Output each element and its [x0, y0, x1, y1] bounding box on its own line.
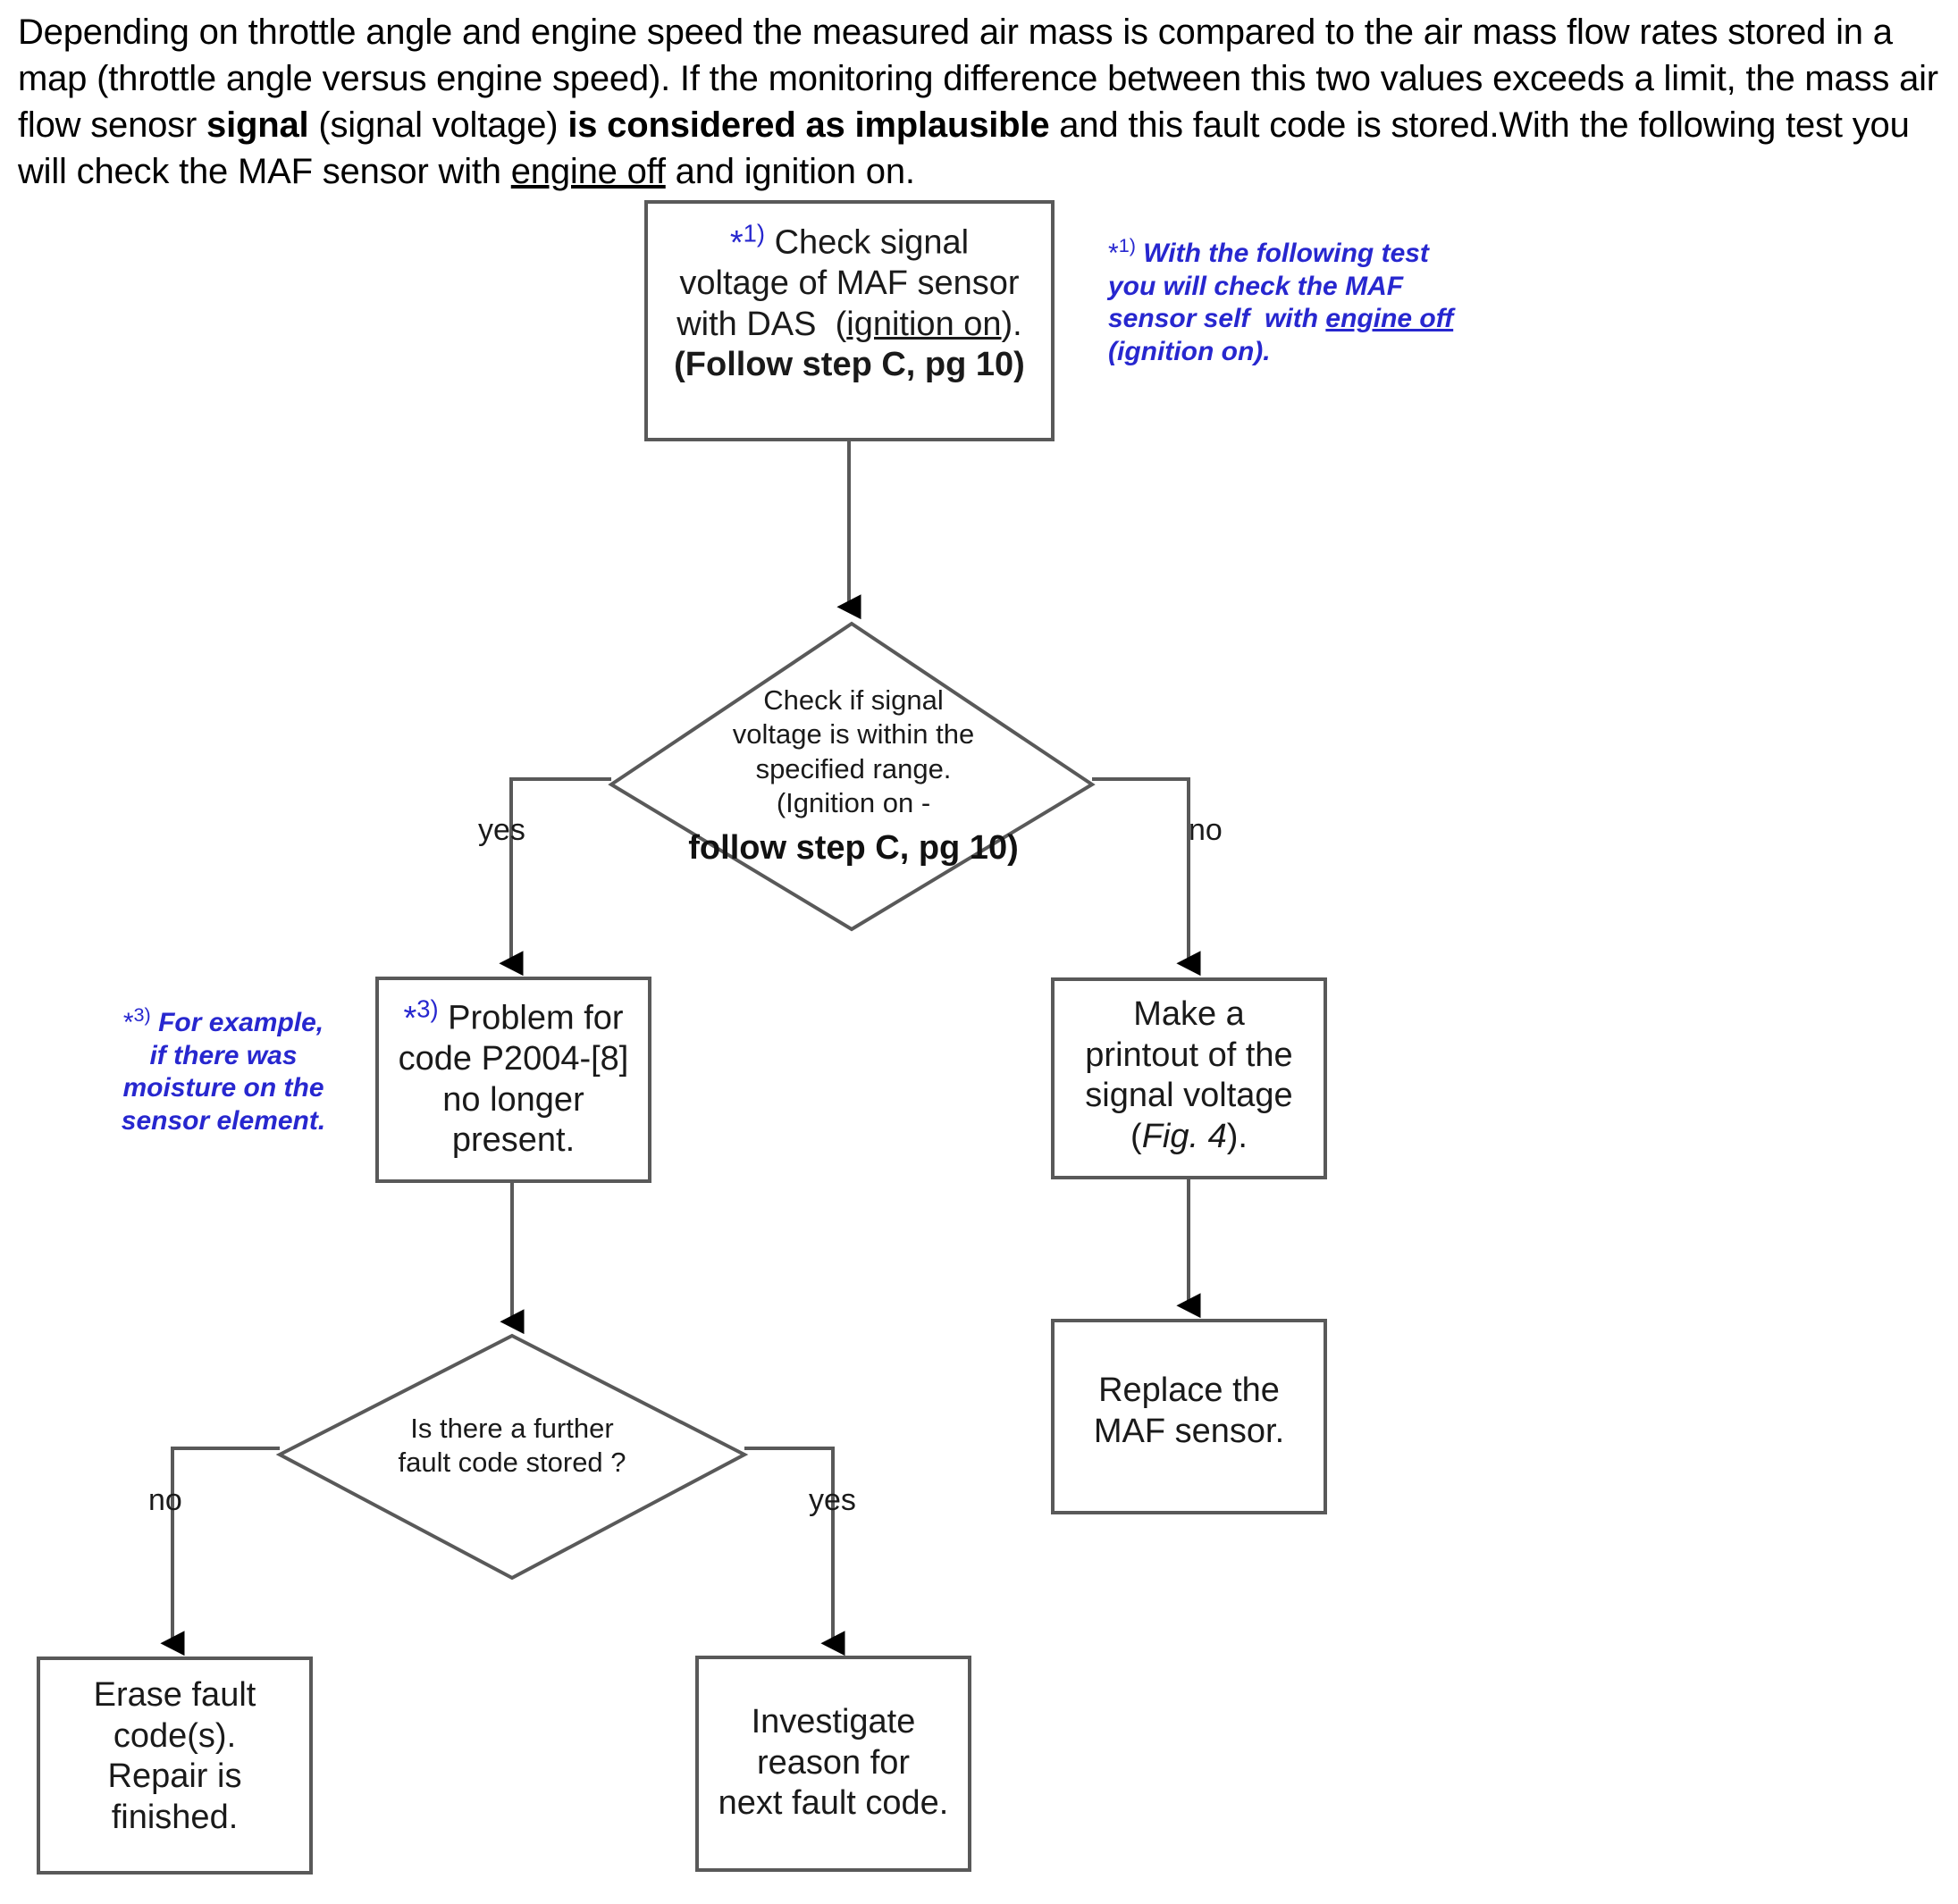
- ref-marker-1: *1): [729, 219, 765, 262]
- node-erase-fault-codes-shape: [37, 1657, 313, 1875]
- edge-label-d1-no: no: [1189, 813, 1223, 847]
- note-3: *3) For example, if there was moisture o…: [94, 1003, 353, 1137]
- intro-seg-6-underline: engine off: [510, 152, 666, 191]
- d1-line-3: specified range.: [755, 752, 952, 784]
- node-problem-no-longer-present-label: *3) Problem for code P2004-[8] no longer…: [379, 994, 648, 1162]
- i-line-2: reason for: [756, 1743, 911, 1782]
- intro-seg-7: and ignition on.: [665, 152, 915, 191]
- edge-label-d2-no: no: [148, 1483, 182, 1517]
- note-1-line-3: sensor self with engine off: [1108, 304, 1454, 334]
- line-3: with DAS (ignition on).: [676, 305, 1022, 343]
- note-1-marker: *1): [1108, 234, 1136, 268]
- m-line-1: Make a: [1133, 995, 1245, 1033]
- edge-label-d2-yes: yes: [809, 1483, 856, 1517]
- note-1-line-4: (ignition on).: [1108, 336, 1271, 366]
- node-erase-fault-codes-label: Erase fault code(s). Repair is finished.: [40, 1675, 309, 1838]
- e-line-4: finished.: [111, 1798, 239, 1836]
- line-1: Check signal: [774, 223, 970, 262]
- node-decision-signal-range-overflow-line: follow step C, pg 10): [688, 829, 1019, 867]
- edge-label-d1-yes: yes: [478, 813, 525, 847]
- line-4: (Follow step C, pg 10): [674, 346, 1025, 384]
- note-3-line-3: moisture on the: [122, 1073, 324, 1103]
- e-line-2: code(s).: [113, 1716, 237, 1755]
- note-3-marker: *3): [122, 1003, 151, 1037]
- m-line-3: signal voltage: [1085, 1077, 1293, 1115]
- p-line-1: Problem for: [448, 999, 624, 1037]
- node-replace-maf-sensor-label: Replace the MAF sensor.: [1055, 1371, 1324, 1452]
- node-make-printout-label: Make a printout of the signal voltage (F…: [1055, 994, 1324, 1157]
- note-3-line-4: sensor element.: [121, 1105, 326, 1136]
- note-3-line-2: if there was: [149, 1040, 298, 1070]
- r-line-1: Replace the: [1098, 1371, 1280, 1409]
- note-1: *1) With the following test you will che…: [1108, 234, 1492, 368]
- intro-seg-2-bold: signal: [206, 105, 309, 145]
- e-line-1: Erase fault: [93, 1676, 256, 1714]
- p-line-4: present.: [451, 1121, 576, 1160]
- p-line-3: no longer: [442, 1080, 584, 1119]
- note-1-line-1: With the following test: [1143, 239, 1429, 268]
- intro-paragraph: Depending on throttle angle and engine s…: [18, 9, 1948, 195]
- node-replace-maf-sensor-shape: [1051, 1319, 1327, 1514]
- i-line-1: Investigate: [751, 1703, 916, 1740]
- intro-seg-5: and this fault code is stored.With the f…: [18, 105, 1910, 191]
- ref-marker-3: *3): [403, 994, 439, 1037]
- note-3-line-1: For example,: [158, 1008, 324, 1037]
- d2-line-2: fault code stored ?: [398, 1447, 626, 1479]
- intro-seg-4-bold: is considered as implausible: [567, 105, 1050, 145]
- node-decision-further-fault-code-shape: [275, 1333, 749, 1581]
- node-check-signal-voltage-label: *1) Check signal voltage of MAF sensor w…: [651, 219, 1048, 386]
- d1-line-2: voltage is within the: [732, 718, 975, 751]
- p-line-2: code P2004-[8]: [398, 1040, 629, 1078]
- e-line-3: Repair is: [107, 1757, 242, 1796]
- intro-seg-1: Depending on throttle angle and engine s…: [18, 13, 1938, 145]
- node-investigate-next-code-label: Investigate reason for next fault code.: [690, 1702, 977, 1824]
- r-line-2: MAF sensor.: [1093, 1412, 1285, 1450]
- d2-line-1: Is there a further: [410, 1413, 614, 1444]
- m-line-4: (Fig. 4).: [1130, 1117, 1248, 1155]
- node-decision-signal-range-shape: [608, 621, 1096, 932]
- m-line-2: printout of the: [1085, 1036, 1293, 1074]
- i-line-3: next fault code.: [718, 1784, 949, 1823]
- intro-seg-3: (signal voltage): [308, 105, 568, 145]
- node-decision-further-fault-code-label: Is there a further fault code stored ?: [344, 1412, 680, 1480]
- note-1-line-2: you will check the MAF: [1108, 271, 1404, 301]
- d1-line-1: Check if signal: [763, 684, 944, 716]
- line-2: voltage of MAF sensor: [679, 264, 1020, 303]
- d1-line-4: (Ignition on -: [776, 787, 931, 819]
- node-decision-signal-range-label: Check if signal voltage is within the sp…: [675, 684, 1032, 821]
- node-investigate-next-code-shape: [695, 1656, 971, 1872]
